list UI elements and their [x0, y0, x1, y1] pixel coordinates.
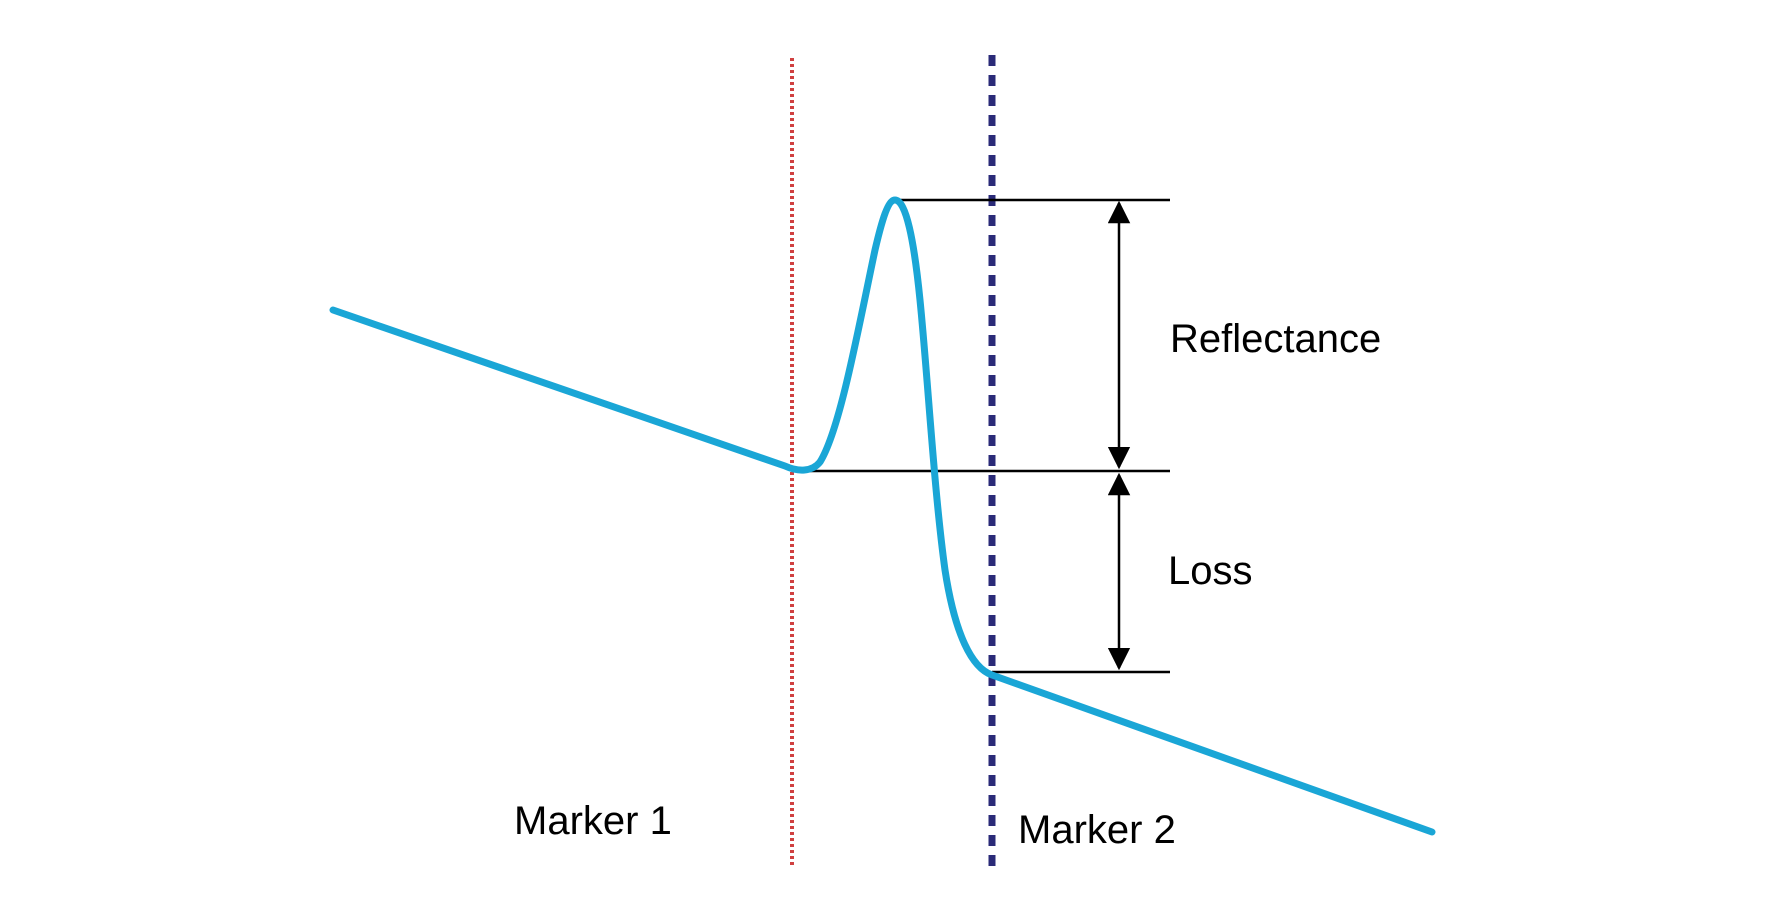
fiber-trace: [329, 196, 1436, 836]
reflectance-label: Reflectance: [1170, 317, 1381, 361]
marker-2-label: Marker 2: [1018, 808, 1176, 852]
loss-label: Loss: [1168, 549, 1253, 593]
marker-1-label: Marker 1: [514, 799, 672, 843]
